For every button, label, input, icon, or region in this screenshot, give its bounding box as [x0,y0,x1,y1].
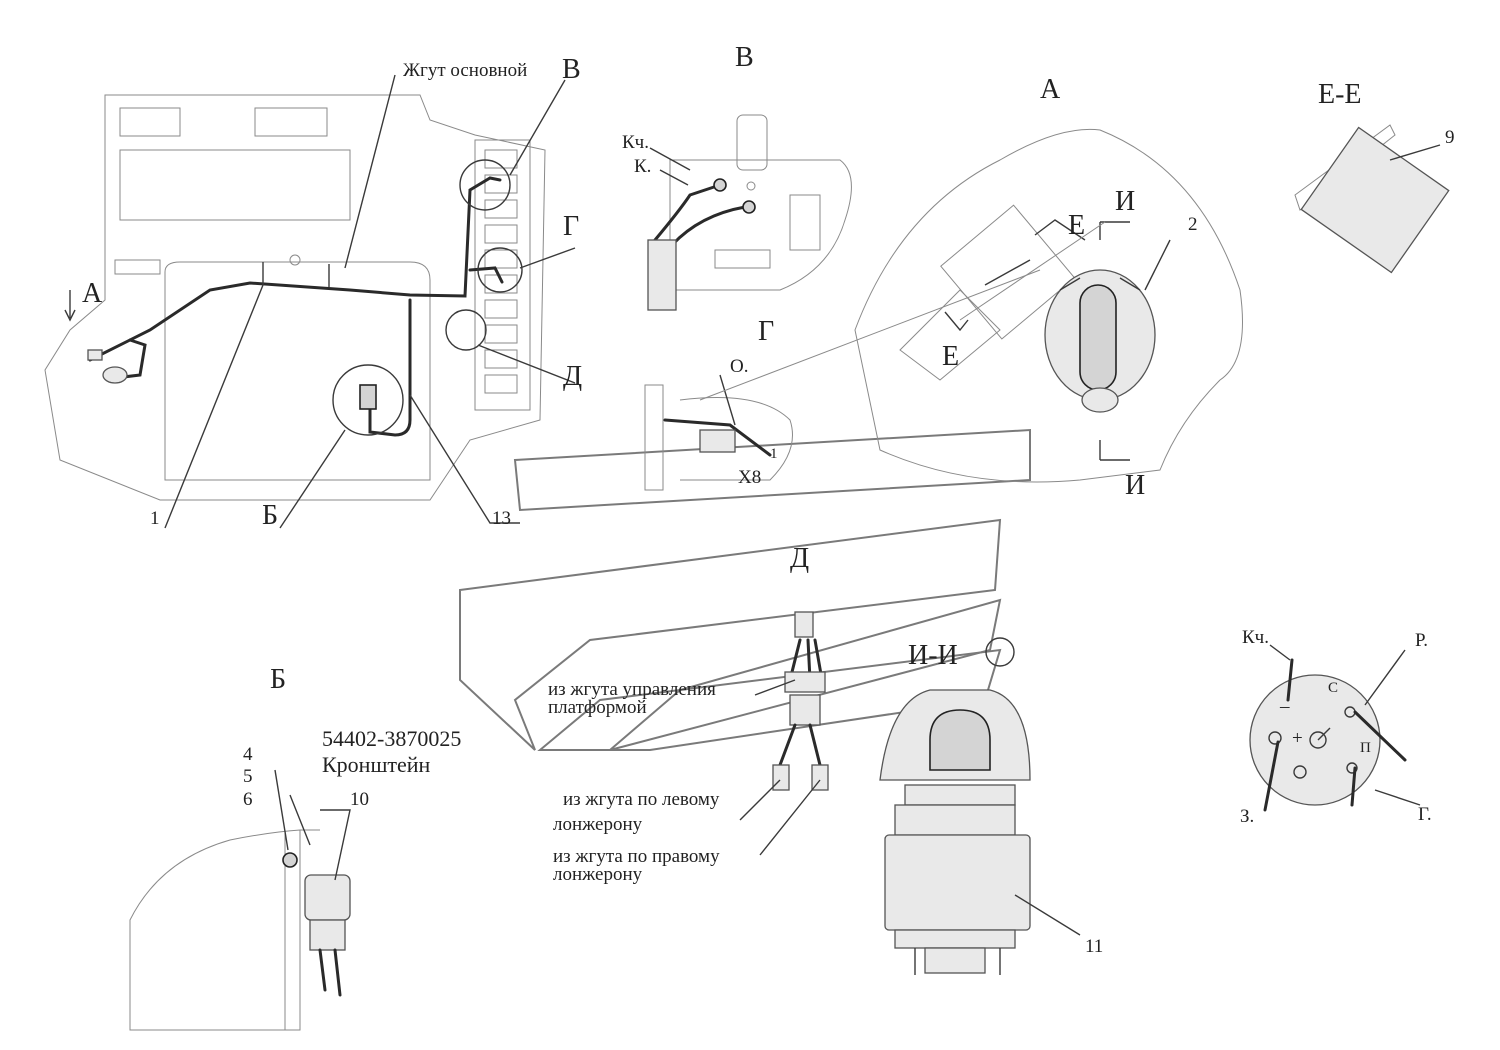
lamp-icon [746,181,756,191]
callout-circle-v [459,159,511,211]
label-ii-title: И-И [908,640,958,671]
label-from-left-1: из жгута по левому [563,789,720,810]
label-from-platform-1: из жгута управления [548,679,716,700]
label-arrow-a: А [82,278,103,309]
callout-circle-b [332,364,404,436]
label-d-title: Д [790,543,809,574]
label-bracket: Кронштейн [322,752,431,777]
label-harness-main: Жгут основной [403,60,527,81]
label-part-number: 54402-3870025 [322,726,461,751]
label-item-11: 11 [1085,936,1103,957]
label-g-r: Р. [1415,630,1428,651]
label-g-title: Г [758,316,774,347]
label-g-left: Г [563,211,579,242]
view-g-switch-schematic [1249,644,1421,812]
label-sec-i2: И [1125,470,1145,501]
watermark-logo [459,428,1031,751]
label-g-z: З. [1240,806,1254,827]
label-from-right-2: лонжерону [553,864,643,885]
label-item-10: 10 [350,789,369,810]
view-ee-switch [1294,124,1450,274]
label-g-kch: Кч. [1242,627,1269,648]
rotate-arrow-icon [985,637,1015,667]
label-a-title: А [1040,74,1061,105]
label-item-13: 13 [492,508,511,529]
label-from-platform-2: платформой [548,697,647,718]
label-v-title: В [735,42,754,73]
label-sec-e2: Е [942,341,959,372]
label-item-5: 5 [243,766,253,787]
label-g-p: П [1360,740,1371,756]
callout-circle-d [445,309,487,351]
text-labels: Жгут основной В В А Е-Е Г Г Д Д И-И Б Б … [82,42,1455,957]
label-sec-e1: Е [1068,210,1085,241]
label-k: К. [634,156,651,177]
view-a-dashboard [699,128,1243,483]
view-g-connector [644,374,793,491]
label-sec-i1: И [1115,186,1135,217]
callout-circle-g [477,247,523,293]
main-harness [88,176,502,362]
view-d-connectors [739,611,829,856]
label-g-minus: – [1279,696,1290,717]
label-from-left-2: лонжерону [553,814,643,835]
view-v [647,114,852,311]
label-kch: Кч. [622,132,649,153]
label-b-small: Б [262,500,278,531]
label-item-6: 6 [243,789,253,810]
label-o: О. [730,356,748,377]
label-g-g: Г. [1418,804,1432,825]
label-d-left: Д [563,361,582,392]
label-item-1: 1 [150,508,160,529]
label-b-small-title: Б [270,664,286,695]
label-v-top: В [562,54,581,85]
label-x8: Х8 [738,467,761,488]
label-item-4: 4 [243,744,253,765]
cab-overview [44,74,576,529]
label-item-9: 9 [1445,127,1455,148]
view-ii-ignition [879,637,1081,975]
label-pin1: 1 [770,446,778,462]
label-from-right-1: из жгута по правому [553,846,720,867]
switch-panel [484,149,518,394]
view-b-relay [129,769,351,1031]
label-g-c: С [1328,680,1338,696]
label-g-plus: + [1292,728,1303,749]
label-item-2: 2 [1188,214,1198,235]
label-ee-title: Е-Е [1318,79,1362,110]
